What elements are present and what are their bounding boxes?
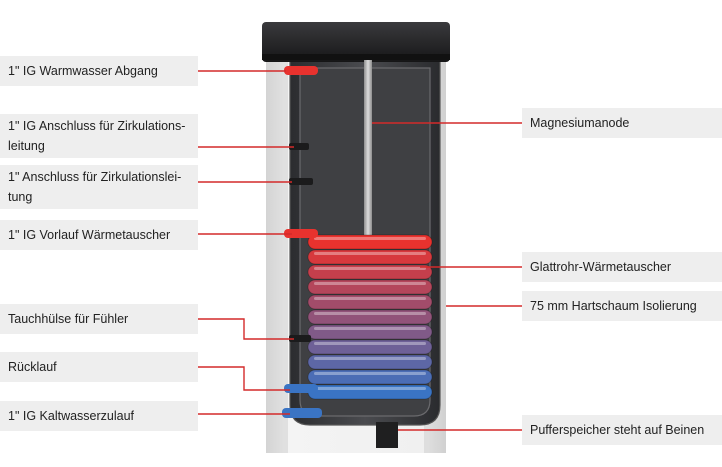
leader-lines xyxy=(198,70,522,431)
coil-highlight xyxy=(314,327,426,330)
coil-loop xyxy=(307,354,433,370)
tank-leg xyxy=(376,422,398,448)
label-waermetauscher: Glattrohr-Wärmetauscher xyxy=(522,252,722,282)
magnesium-anode xyxy=(364,60,372,245)
tauchhuelse-stub xyxy=(289,335,311,342)
label-warmwasser: 1" IG Warmwasser Abgang xyxy=(0,56,198,86)
coil-highlight xyxy=(314,387,426,390)
label-beine: Pufferspeicher steht auf Beinen xyxy=(522,415,722,445)
coil-loop xyxy=(307,324,433,340)
label-tauchhuelse: Tauchhülse für Fühler xyxy=(0,304,198,334)
label-zirkulation: 1" Anschluss für Zirkulationslei- tung xyxy=(0,165,198,209)
coil-highlight xyxy=(314,282,426,285)
coil-highlight xyxy=(314,312,426,315)
coil-highlight xyxy=(314,252,426,255)
coil-loop xyxy=(307,249,433,265)
coil-highlight xyxy=(314,297,426,300)
kaltwasser-pipe xyxy=(282,408,322,418)
coil-loop xyxy=(307,264,433,280)
coil-loop xyxy=(307,279,433,295)
coil-highlight xyxy=(314,237,426,240)
vorlauf-pipe xyxy=(284,229,318,238)
outer-shell-left-edge xyxy=(266,50,288,453)
label-kaltwasser: 1" IG Kaltwasserzulauf xyxy=(0,401,198,431)
coil-loop xyxy=(307,369,433,385)
label-ruecklauf: Rücklauf xyxy=(0,352,198,382)
tank-lid xyxy=(262,22,450,62)
coil-highlight xyxy=(314,342,426,345)
coil-loop xyxy=(307,294,433,310)
label-zirkulation-ig: 1" IG Anschluss für Zirkulations- leitun… xyxy=(0,114,198,158)
label-isolierung: 75 mm Hartschaum Isolierung xyxy=(522,291,722,321)
leader-ruecklauf xyxy=(198,366,290,391)
coil-loop xyxy=(307,339,433,355)
coil-highlight xyxy=(314,267,426,270)
coil-loop xyxy=(307,309,433,325)
label-vorlauf: 1" IG Vorlauf Wärmetauscher xyxy=(0,220,198,250)
leader-tauchhuelse xyxy=(198,318,294,340)
coil-loop xyxy=(307,234,433,250)
tank-lid-rim xyxy=(262,54,450,60)
coil-highlight xyxy=(314,357,426,360)
ruecklauf-pipe xyxy=(284,384,318,393)
coil-highlight xyxy=(314,372,426,375)
zirkulation-stub xyxy=(289,178,313,185)
label-anode: Magnesiumanode xyxy=(522,108,722,138)
warmwasser-pipe xyxy=(284,66,318,75)
zirkulation-ig-stub xyxy=(289,143,309,150)
heat-exchanger-coil xyxy=(307,234,433,400)
